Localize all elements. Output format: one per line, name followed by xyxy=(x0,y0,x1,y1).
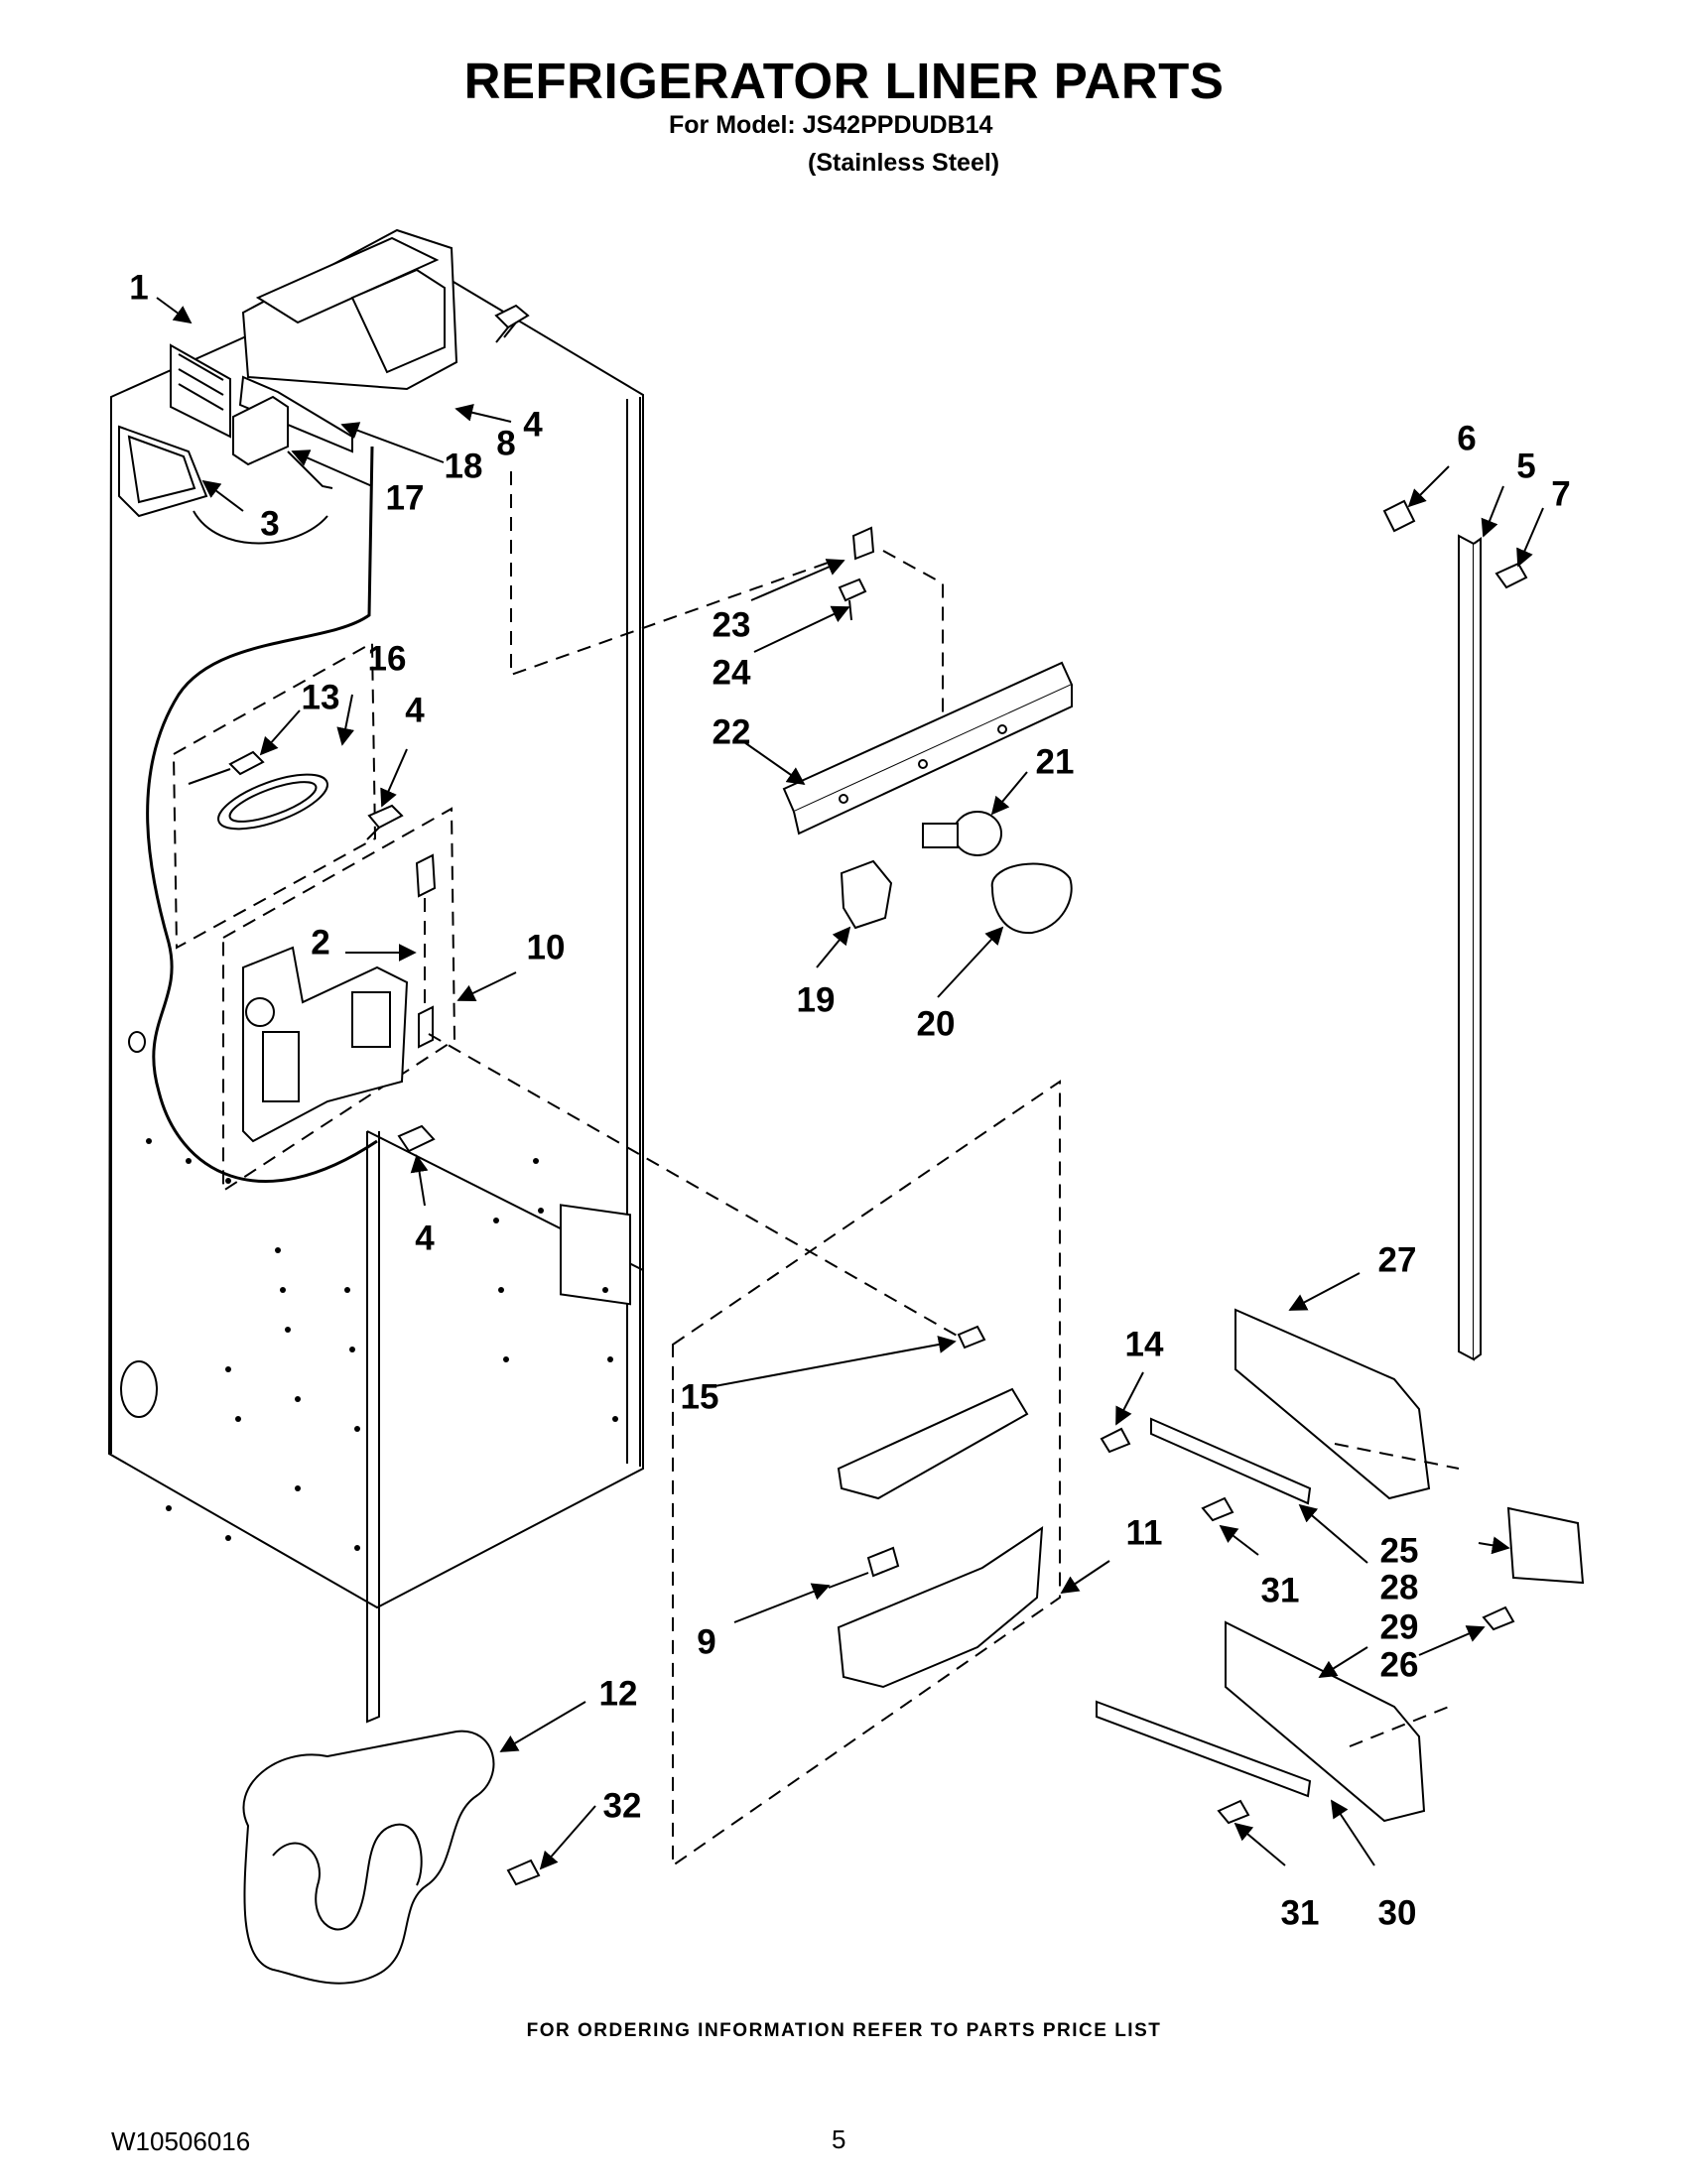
shelf-rail-5 xyxy=(1458,534,1482,1361)
callout-13: 13 xyxy=(301,678,340,717)
callout-29: 29 xyxy=(1379,1607,1419,1647)
callout-32: 32 xyxy=(602,1786,642,1826)
drawer-cover-27 xyxy=(1234,1308,1431,1500)
dash-link-center xyxy=(428,1033,974,1346)
callout-9: 9 xyxy=(697,1622,716,1662)
heater-12 xyxy=(242,1730,495,1985)
screw-26 xyxy=(1482,1606,1515,1631)
thermistor-9 xyxy=(828,1546,900,1589)
page-title: REFRIGERATOR LINER PARTS xyxy=(463,53,1225,109)
callout-31: 31 xyxy=(1260,1571,1300,1610)
callout-30: 30 xyxy=(1377,1893,1417,1933)
callout-15: 15 xyxy=(680,1377,719,1417)
liner-holes xyxy=(146,1138,618,1551)
callout-10: 10 xyxy=(526,928,566,967)
callout-11: 11 xyxy=(1125,1513,1163,1553)
ordering-note: FOR ORDERING INFORMATION REFER TO PARTS … xyxy=(526,2020,1162,2041)
callout-20: 20 xyxy=(916,1004,956,1044)
dispenser-group xyxy=(672,1080,1061,1867)
screw-4-bottom xyxy=(397,1124,436,1153)
callout-12: 12 xyxy=(598,1674,638,1714)
callout-7: 7 xyxy=(1551,474,1571,514)
callout-24: 24 xyxy=(712,653,751,693)
control-box-group xyxy=(222,807,456,1193)
dash-link-drawer xyxy=(1334,1443,1460,1747)
cover-plate xyxy=(837,1387,1029,1500)
callout-8: 8 xyxy=(496,424,516,463)
callout-4: 4 xyxy=(415,1219,435,1258)
slide-28 xyxy=(1150,1417,1312,1505)
callout-26: 26 xyxy=(1379,1645,1419,1685)
screw-7 xyxy=(1494,562,1528,589)
screw-32 xyxy=(506,1859,541,1886)
screw-24 xyxy=(838,578,867,621)
display-frame xyxy=(170,343,231,439)
callout-19: 19 xyxy=(796,980,836,1020)
callout-27: 27 xyxy=(1377,1240,1417,1280)
callout-14: 14 xyxy=(1124,1325,1164,1364)
housing-11 xyxy=(837,1526,1044,1689)
page-number: 5 xyxy=(832,2124,846,2154)
screw-15 xyxy=(957,1325,986,1349)
callout-5: 5 xyxy=(1516,447,1536,486)
callout-16: 16 xyxy=(367,639,407,679)
clip-23 xyxy=(851,526,875,561)
rail-clip-6 xyxy=(1382,499,1416,533)
thermistor-13 xyxy=(188,750,265,785)
screw-31-upper xyxy=(1201,1496,1234,1522)
callout-21: 21 xyxy=(1035,742,1075,782)
light-shield-20 xyxy=(990,862,1073,935)
light-bulb-21 xyxy=(922,811,1002,856)
callout-25: 25 xyxy=(1379,1531,1419,1571)
document-number: W10506016 xyxy=(111,2126,251,2156)
callout-3: 3 xyxy=(260,504,280,544)
liner-part xyxy=(107,258,644,1724)
temp-display-16 xyxy=(217,773,328,831)
callout-31: 31 xyxy=(1280,1893,1320,1933)
light-bracket-22 xyxy=(782,661,1074,835)
control-housing xyxy=(238,228,458,453)
screw-31-lower xyxy=(1217,1799,1250,1825)
callout-1: 1 xyxy=(129,268,149,308)
thermistor-group xyxy=(172,641,377,950)
leader-lines xyxy=(156,297,1544,1870)
callout-2: 2 xyxy=(311,923,330,963)
callout-17: 17 xyxy=(385,478,425,518)
callout-28: 28 xyxy=(1379,1568,1419,1607)
callout-22: 22 xyxy=(712,712,751,752)
screw-4-top xyxy=(494,304,530,343)
model-number: For Model: JS42PPDUDB14 xyxy=(669,111,993,139)
callout-23: 23 xyxy=(712,605,751,645)
dispenser-bezel xyxy=(118,425,208,518)
callout-6: 6 xyxy=(1457,419,1477,458)
model-variant: (Stainless Steel) xyxy=(808,149,1000,177)
control-panel-25 xyxy=(1506,1506,1585,1585)
drawer-cover-29 xyxy=(1225,1620,1426,1823)
control-box-2 xyxy=(242,946,409,1143)
wire-harness xyxy=(146,446,378,1183)
screw-14 xyxy=(1100,1427,1131,1454)
screw-4-mid xyxy=(366,804,404,840)
heater-clip-10 xyxy=(415,853,437,1049)
lamp-socket-19 xyxy=(840,859,893,930)
callout-18: 18 xyxy=(444,447,483,486)
callout-4: 4 xyxy=(405,691,425,730)
slide-30 xyxy=(1096,1700,1312,1798)
callout-4: 4 xyxy=(523,405,543,445)
